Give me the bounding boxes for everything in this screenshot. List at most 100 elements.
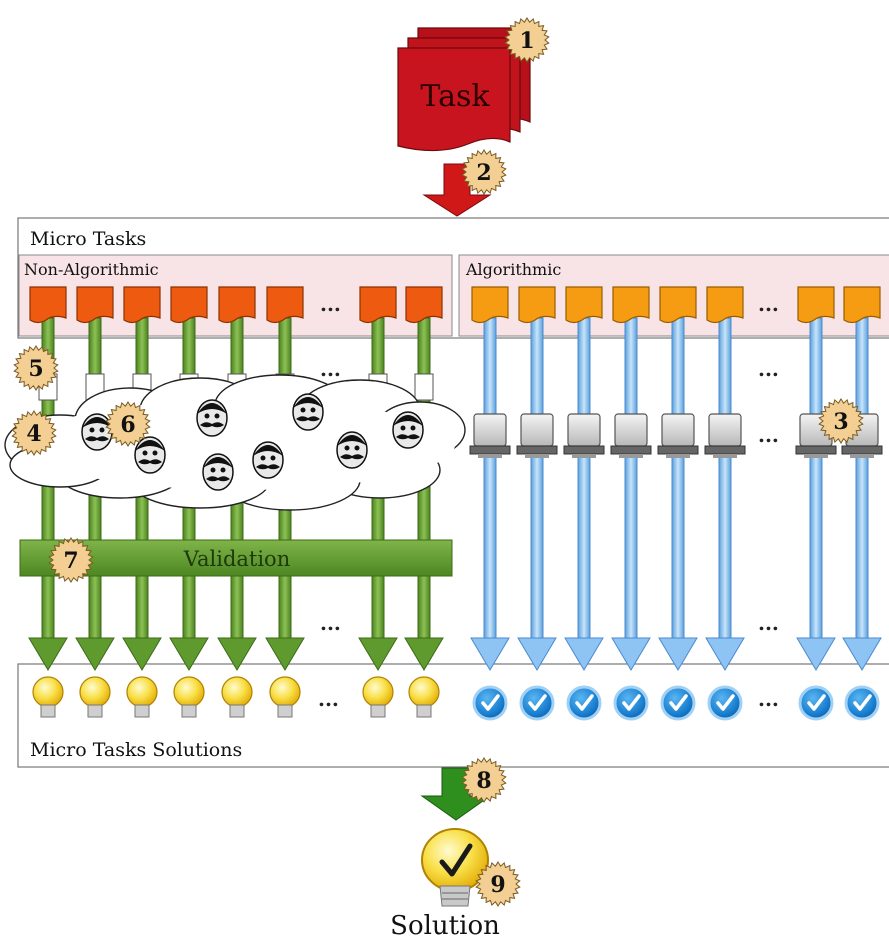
- computer-icon: [705, 414, 745, 458]
- micro-task-document-icon: [660, 287, 696, 323]
- micro-task-document-shape: [124, 287, 160, 323]
- blue-arrow-shaft: [625, 318, 637, 640]
- face-eye: [90, 428, 95, 433]
- check-circle: [662, 687, 694, 719]
- check-badge-icon: [709, 687, 741, 719]
- micro-task-document-shape: [472, 287, 508, 323]
- micro-task-document-shape: [77, 287, 113, 323]
- blue-arrow: [565, 318, 603, 670]
- bulb-base: [41, 705, 55, 717]
- blue-arrow: [612, 318, 650, 670]
- computer-base: [517, 446, 557, 454]
- check-circle: [568, 687, 600, 719]
- final-solution-icon: [422, 829, 488, 906]
- bulb-base: [230, 705, 244, 717]
- check-circle: [846, 687, 878, 719]
- bulb-base: [278, 705, 292, 717]
- computer-screen: [615, 414, 647, 446]
- step-badge-number: 6: [120, 412, 135, 438]
- ellipsis-lower-right: ...: [758, 611, 779, 635]
- micro-task-document-icon: [30, 287, 66, 323]
- micro-task-document-icon: [360, 287, 396, 323]
- face-eye: [261, 456, 266, 461]
- computer-stand: [804, 454, 828, 458]
- micro-task-document-shape: [798, 287, 834, 323]
- micro-tasks-title: Micro Tasks: [30, 228, 146, 250]
- check-circle: [709, 687, 741, 719]
- computer-screen: [709, 414, 741, 446]
- check-badge-icon: [521, 687, 553, 719]
- check-badge-icon: [474, 687, 506, 719]
- micro-task-document-icon: [519, 287, 555, 323]
- face-eye: [345, 446, 350, 451]
- computer-screen: [521, 414, 553, 446]
- micro-task-document-shape: [406, 287, 442, 323]
- blue-arrow-shaft: [810, 318, 822, 640]
- step-badge-number: 5: [28, 356, 43, 382]
- ellipsis-lower-left: ...: [320, 611, 341, 635]
- blue-arrow-shaft: [484, 318, 496, 640]
- solution-label: Solution: [390, 911, 500, 938]
- micro-task-document-icon: [613, 287, 649, 323]
- solutions-title: Micro Tasks Solutions: [30, 739, 242, 761]
- micro-task-document-shape: [30, 287, 66, 323]
- micro-task-document-icon: [171, 287, 207, 323]
- computer-base: [842, 446, 882, 454]
- micro-task-document-shape: [171, 287, 207, 323]
- face-eye: [311, 408, 316, 413]
- ellipsis-bulbs: ...: [318, 687, 339, 711]
- face-eye: [211, 468, 216, 473]
- algorithmic-ellipsis: ...: [758, 292, 779, 316]
- step-badge-number: 1: [519, 28, 534, 54]
- micro-task-document-icon: [406, 287, 442, 323]
- blue-arrow-shaft: [719, 318, 731, 640]
- step-badge-number: 7: [63, 548, 78, 574]
- non-algorithmic-label: Non-Algorithmic: [24, 260, 159, 279]
- ellipsis-mid-right: ...: [758, 357, 779, 381]
- check-badge-icon: [615, 687, 647, 719]
- computer-screen: [568, 414, 600, 446]
- computer-icon: [658, 414, 698, 458]
- bulb-base: [135, 705, 149, 717]
- bulb-base: [182, 705, 196, 717]
- face-eye: [100, 428, 105, 433]
- check-circle: [521, 687, 553, 719]
- micro-task-document-shape: [707, 287, 743, 323]
- micro-task-document-icon: [267, 287, 303, 323]
- check-badge-icon: [800, 687, 832, 719]
- computer-stand: [525, 454, 549, 458]
- face-eye: [205, 414, 210, 419]
- micro-task-document-icon: [566, 287, 602, 323]
- face-eye: [411, 426, 416, 431]
- bulb-glass: [174, 677, 204, 707]
- validation-label: Validation: [183, 547, 290, 571]
- computer-icon: [564, 414, 604, 458]
- face-eye: [355, 446, 360, 451]
- computer-stand: [850, 454, 874, 458]
- computer-screen: [474, 414, 506, 446]
- ellipsis-checks: ...: [758, 687, 779, 711]
- bulb-glass: [409, 677, 439, 707]
- blue-arrow: [659, 318, 697, 670]
- blue-arrow: [843, 318, 881, 670]
- worker-face-icon: [253, 442, 283, 478]
- blue-arrow: [471, 318, 509, 670]
- computer-stand: [666, 454, 690, 458]
- bulb-base: [88, 705, 102, 717]
- step-badge-number: 3: [833, 409, 848, 435]
- micro-task-document-shape: [219, 287, 255, 323]
- computer-screen: [662, 414, 694, 446]
- bulb-glass: [222, 677, 252, 707]
- face-eye: [301, 408, 306, 413]
- worker-face-icon: [197, 400, 227, 436]
- check-circle: [474, 687, 506, 719]
- ellipsis-computers: ...: [758, 423, 779, 447]
- micro-task-document-icon: [472, 287, 508, 323]
- face-eye: [401, 426, 406, 431]
- face-eye: [271, 456, 276, 461]
- check-badge-icon: [846, 687, 878, 719]
- micro-task-document-icon: [124, 287, 160, 323]
- computer-base: [611, 446, 651, 454]
- computer-base: [705, 446, 745, 454]
